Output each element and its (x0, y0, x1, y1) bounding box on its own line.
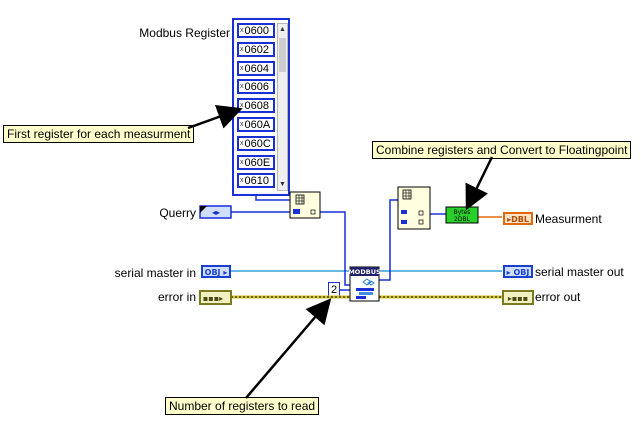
serial-master-in-label: serial master in (114, 266, 196, 280)
first-register-note[interactable]: First register for each measurment (3, 125, 195, 143)
register-value: 060C (244, 137, 271, 150)
radix-prefix: x (240, 83, 244, 91)
num-registers-note[interactable]: Number of registers to read (165, 397, 320, 415)
measurement-label: Measurment (535, 212, 602, 226)
measurement-terminal[interactable]: ▸DBL (503, 212, 533, 225)
register-cell[interactable]: x0610 (237, 173, 275, 189)
index-array-node-1[interactable] (289, 191, 321, 219)
radix-prefix: x (240, 27, 244, 35)
scroll-up-icon[interactable]: ▲ (279, 26, 286, 33)
svg-text:▸▪▪▪: ▸▪▪▪ (508, 294, 528, 303)
combine-note[interactable]: Combine registers and Convert to Floatin… (372, 141, 632, 159)
register-value: 0600 (244, 25, 269, 37)
register-value: 0606 (244, 81, 269, 94)
register-cell[interactable]: x0606 (237, 79, 275, 95)
error-out-label: error out (535, 290, 581, 304)
radix-prefix: x (240, 139, 244, 147)
radix-prefix: x (240, 158, 244, 166)
register-cell[interactable]: x0604 (237, 60, 275, 76)
bytes-line2: 2DBL (454, 216, 471, 223)
register-value: 0602 (244, 43, 269, 56)
register-cell[interactable]: x0600 (237, 23, 275, 38)
error-in-label: error in (157, 290, 196, 304)
obj-text: OBJ (204, 268, 221, 277)
bytes-to-dbl-node[interactable]: Bytes 2DBL (445, 206, 479, 224)
svg-text:▪▪▪▸: ▪▪▪▸ (203, 294, 223, 303)
serial-master-in-terminal[interactable]: OBJ ▸ (201, 265, 231, 278)
register-array-scrollbar[interactable]: ▲ ▼ (277, 23, 288, 191)
register-value: 0610 (244, 175, 269, 188)
register-cell[interactable]: x060E (237, 154, 275, 170)
register-value: 0608 (244, 100, 269, 113)
radix-prefix: x (240, 45, 244, 53)
register-cell[interactable]: x060C (237, 135, 275, 151)
obj-text: OBJ (513, 268, 530, 277)
register-value: 060A (244, 118, 271, 131)
querry-label: Querry (159, 206, 196, 220)
register-cell[interactable]: x0602 (237, 41, 275, 57)
error-in-terminal[interactable]: ▪▪▪▸ (199, 290, 232, 305)
serial-master-out-label: serial master out (535, 265, 624, 279)
error-out-terminal[interactable]: ▸▪▪▪ (502, 290, 534, 305)
modbus-register-label: Modbus Register (139, 26, 230, 40)
bytes-line1: Bytes (454, 209, 471, 216)
svg-text:◂▸: ◂▸ (212, 208, 220, 217)
dbl-text: DBL (511, 215, 529, 224)
radix-prefix: x (240, 177, 244, 185)
serial-master-out-terminal[interactable]: ▸ OBJ (503, 265, 533, 278)
querry-terminal[interactable]: ◂▸ (199, 205, 232, 219)
radix-prefix: x (240, 64, 244, 72)
scroll-down-icon[interactable]: ▼ (279, 181, 286, 188)
modbus-subvi[interactable]: MODBUS (348, 266, 381, 302)
integer-wires[interactable] (231, 195, 502, 291)
index-array-node-2[interactable] (397, 186, 431, 230)
annotation-arrows (187, 105, 494, 399)
register-value: 060E (244, 156, 271, 169)
register-value: 0604 (244, 62, 269, 75)
scroll-thumb[interactable] (279, 38, 286, 72)
modbus-title: MODBUS (348, 268, 381, 276)
